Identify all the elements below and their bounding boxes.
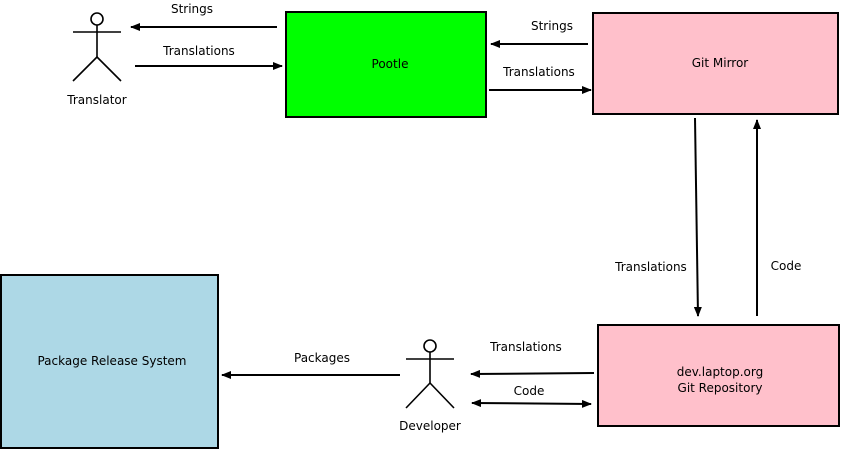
- edge-repo-to-mirror-label: Code: [771, 259, 802, 273]
- edge-repo-to-mirror: Code: [753, 119, 802, 316]
- edge-pootle-to-mirror: Translations: [489, 65, 592, 94]
- dev-repo-node: dev.laptop.org Git Repository: [597, 324, 840, 427]
- developer-label: Developer: [399, 419, 461, 433]
- edge-pootle-to-translator-label: Strings: [171, 2, 213, 16]
- arrow-bidirectional-icon: [471, 399, 592, 408]
- dev-repo-label-line1: dev.laptop.org: [677, 365, 763, 379]
- edge-repo-to-developer-label: Translations: [489, 340, 562, 354]
- developer-actor: Developer: [399, 339, 461, 433]
- edge-developer-repo-code: Code: [471, 384, 592, 408]
- edge-repo-to-developer: Translations: [470, 340, 595, 378]
- edge-pootle-to-mirror-label: Translations: [502, 65, 575, 79]
- arrow-down-icon: [693, 117, 702, 317]
- developer-stick-figure-icon: [405, 339, 455, 409]
- edge-developer-repo-code-label: Code: [514, 384, 545, 398]
- pootle-label: Pootle: [372, 57, 409, 71]
- git-mirror-label: Git Mirror: [692, 56, 749, 70]
- edge-mirror-to-repo: Translations: [614, 117, 702, 317]
- edge-pootle-to-translator: Strings: [130, 2, 277, 31]
- package-release-label: Package Release System: [37, 354, 186, 368]
- edge-translator-to-pootle: Translations: [135, 44, 283, 70]
- git-mirror-node: Git Mirror: [592, 12, 839, 115]
- translator-stick-figure-icon: [72, 12, 122, 82]
- pootle-node: Pootle: [285, 11, 487, 118]
- translator-label: Translator: [66, 93, 126, 107]
- arrow-left-icon: [470, 369, 595, 378]
- edge-translator-to-pootle-label: Translations: [162, 44, 235, 58]
- edge-mirror-to-pootle-label: Strings: [531, 19, 573, 33]
- edge-mirror-to-repo-label: Translations: [614, 260, 687, 274]
- edge-developer-to-release: Packages: [221, 351, 400, 379]
- dev-repo-label-line2: Git Repository: [678, 381, 763, 395]
- package-release-node: Package Release System: [0, 274, 219, 449]
- translator-actor: Translator: [66, 12, 127, 107]
- edge-mirror-to-pootle: Strings: [490, 19, 588, 48]
- edge-developer-to-release-label: Packages: [294, 351, 350, 365]
